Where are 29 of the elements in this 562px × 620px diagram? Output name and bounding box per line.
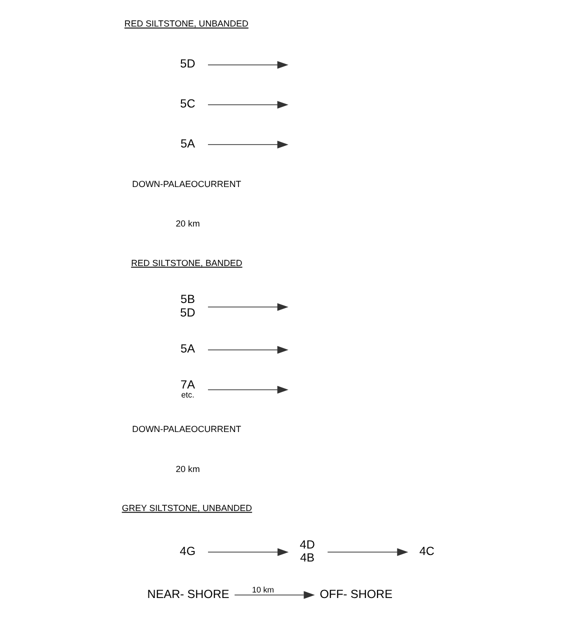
- node-text: 5B 5D: [180, 292, 195, 320]
- node-text: 5C: [180, 96, 195, 111]
- node-text: 7A: [180, 377, 194, 392]
- label: DOWN-PALAEOCURRENT: [132, 424, 241, 434]
- node-text: OFF- SHORE: [319, 586, 392, 601]
- node-text: 4G: [179, 544, 196, 558]
- node-text: 5A: [180, 136, 194, 150]
- node-text: 5A: [180, 342, 194, 356]
- label: GREY SILTSTONE, UNBANDED: [121, 502, 252, 513]
- arrow: [207, 548, 288, 556]
- node-text: 4D 4B: [299, 537, 314, 565]
- label: 20 km: [175, 218, 200, 229]
- arrow: [207, 100, 288, 109]
- arrow: [207, 386, 288, 394]
- label: RED SILTSTONE, BANDED: [130, 258, 242, 268]
- arrow: [234, 591, 314, 599]
- node-text: NEAR- SHORE: [146, 586, 229, 601]
- node-text: 5D: [180, 56, 195, 71]
- arrow: [207, 346, 288, 354]
- edge-label: 10 km: [251, 586, 274, 595]
- label: DOWN-PALAEOCURRENT: [132, 178, 241, 189]
- label: 20 km: [175, 464, 200, 474]
- arrow: [207, 303, 288, 311]
- node-label: etc.: [180, 390, 194, 400]
- arrow: [326, 548, 408, 556]
- arrow: [207, 61, 288, 69]
- node-text: 4C: [418, 544, 434, 558]
- label: RED SILTSTONE, UNBANDED: [124, 18, 248, 29]
- arrow: [207, 140, 288, 149]
